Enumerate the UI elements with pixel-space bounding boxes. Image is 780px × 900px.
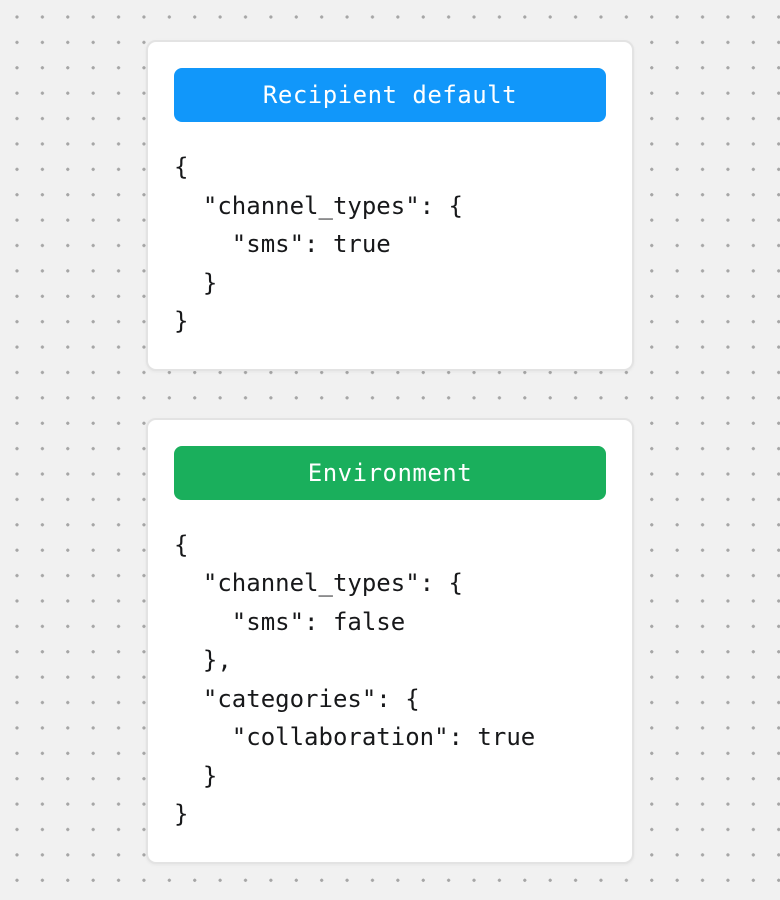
code-line: { — [174, 153, 189, 181]
code-line: } — [174, 761, 218, 790]
code-line: "sms": true — [174, 230, 391, 258]
recipient-default-json-code-block: { "channel_types": { "sms": true } } — [174, 148, 606, 341]
code-line: } — [174, 268, 218, 297]
card-stack: Recipient default { "channel_types": { "… — [146, 0, 634, 864]
code-line: { — [174, 530, 189, 559]
code-line: }, — [174, 646, 232, 674]
code-line: } — [174, 307, 189, 335]
recipient-default-card: Recipient default { "channel_types": { "… — [146, 40, 634, 371]
environment-json-code-block: { "channel_types": { "sms": false }, "ca… — [174, 526, 606, 834]
code-line: "channel_types": { — [174, 569, 463, 597]
recipient-default-header-badge: Recipient default — [174, 68, 606, 122]
environment-card: Environment { "channel_types": { "sms": … — [146, 417, 634, 864]
environment-header-badge: Environment — [174, 445, 606, 500]
code-line: "collaboration": true — [174, 723, 536, 751]
code-line: "channel_types": { — [174, 191, 463, 220]
code-line: } — [174, 800, 189, 828]
code-line: "sms": false — [174, 607, 406, 636]
code-line: "categories": { — [174, 684, 420, 713]
